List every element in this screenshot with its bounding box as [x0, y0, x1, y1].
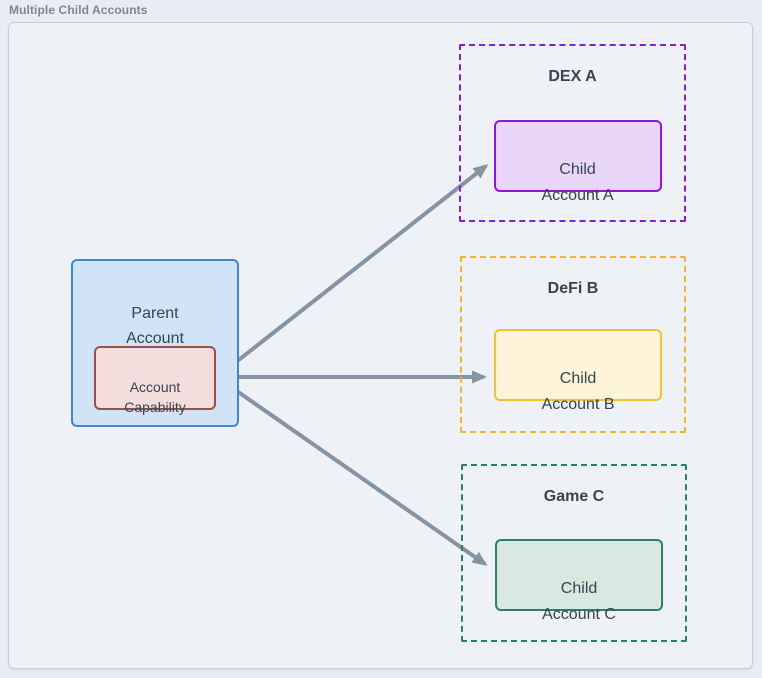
child-account-a-node: Child Account A	[493, 120, 662, 204]
child-account-a-label: Child Account A	[541, 161, 614, 204]
zone-defi-b: DeFi B Child Account B	[460, 256, 686, 433]
account-capability-label: Account Capability	[124, 379, 186, 415]
diagram-title: Multiple Child Accounts	[9, 3, 148, 17]
parent-account-label: Parent Account	[126, 305, 184, 347]
zone-game-c: Game C Child Account C	[461, 464, 687, 642]
child-account-b-node: Child Account B	[494, 329, 663, 413]
account-capability-node: Account Capability	[94, 346, 216, 415]
arrow-capability-to-child-c	[219, 378, 488, 566]
zone-game-c-label: Game C	[543, 488, 605, 505]
parent-account-node: Parent Account Account Capability	[71, 259, 239, 427]
diagram-canvas: Parent Account Account Capability DEX A …	[8, 22, 753, 669]
zone-dex-a-label: DEX A	[548, 68, 597, 85]
child-account-b-label: Child Account B	[541, 370, 615, 413]
arrow-capability-to-child-a	[220, 164, 489, 375]
zone-defi-b-label: DeFi B	[547, 280, 599, 297]
child-account-c-node: Child Account C	[495, 539, 664, 623]
zone-dex-a: DEX A Child Account A	[459, 44, 686, 222]
child-account-c-label: Child Account C	[542, 580, 616, 623]
